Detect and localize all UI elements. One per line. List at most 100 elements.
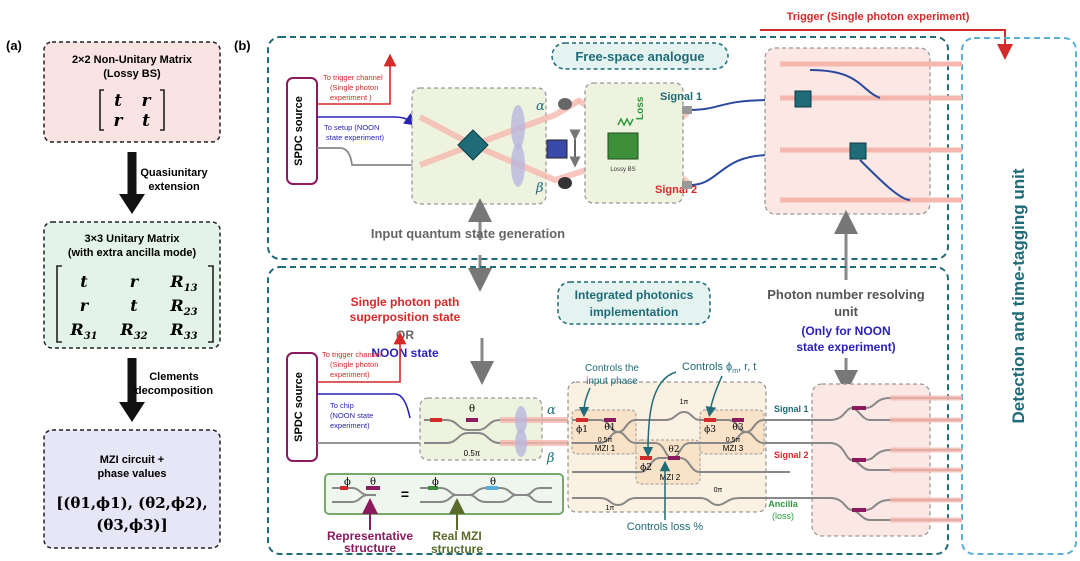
- pnr-fiber-2: [859, 159, 911, 201]
- to-chip-1: To chip: [330, 401, 354, 410]
- superposition-lobe-bottom-chip: [515, 429, 527, 457]
- lossy-bs-label: Lossy BS: [610, 167, 635, 173]
- representative-label-1: Representative: [327, 529, 413, 543]
- ancilla-label-1: Ancilla: [768, 499, 799, 509]
- box2-line2: (with extra ancilla mode): [68, 247, 197, 259]
- mzi1-half-pi: 0.5π: [598, 437, 613, 444]
- m3-cell-01: r: [130, 272, 140, 291]
- integrated-title-2: implementation: [590, 305, 679, 319]
- mzi-legend-box: [324, 473, 564, 515]
- signal1-top: Signal 1: [660, 91, 702, 103]
- mzi3-half-pi: 0.5π: [726, 437, 741, 444]
- input-theta-label: θ: [469, 404, 475, 415]
- lossy-beam-splitter: [607, 132, 639, 160]
- controls-phi-r-t-label: Controls ϕm, r, t: [682, 361, 756, 375]
- loss-label: Loss: [635, 96, 646, 120]
- pnr-chip-beams: [890, 395, 962, 523]
- integrated-title-pill: [557, 281, 711, 325]
- pnr-bs-2: [849, 142, 867, 160]
- integrated-box: [267, 266, 949, 555]
- lossy-bs-box: [43, 41, 221, 143]
- mzi3-label: MZI 3: [723, 444, 744, 453]
- unitary-3x3-box: [43, 221, 221, 349]
- arrow1-line2: extension: [148, 181, 200, 193]
- spdc-label-top: SPDC source: [293, 96, 305, 166]
- legend-phi-real: ϕ: [432, 477, 439, 488]
- pnr-label-1: Photon number resolving: [767, 287, 925, 302]
- loss-wave-icon: [617, 117, 634, 127]
- controls-loss-label: Controls loss %: [627, 521, 704, 533]
- m3-cell-00: t: [80, 272, 88, 291]
- representative-mzi-icon: [332, 486, 380, 503]
- one-pi-top: 1π: [680, 399, 689, 406]
- to-chip-line: [317, 393, 411, 419]
- arrow2-line2: decomposition: [135, 385, 214, 397]
- theta1-label: θ1: [604, 423, 615, 433]
- phi1-label: ϕ1: [576, 425, 588, 435]
- free-space-title-pill: [551, 42, 729, 70]
- box1-line2: (Lossy BS): [103, 68, 161, 80]
- to-setup-2: state experiment): [326, 133, 384, 142]
- panel-a-label: (a): [6, 38, 22, 53]
- box3-line1: MZI circuit +: [100, 454, 165, 466]
- m3-cell-12: R23: [169, 296, 197, 318]
- panel-b-label: (b): [234, 38, 251, 53]
- path-superposition-lobe-bottom: [511, 143, 525, 187]
- input-generation-label: Input quantum state generation: [371, 226, 565, 241]
- m3-cell-21: R32: [119, 320, 147, 342]
- to-setup-1: To setup (NOON: [324, 123, 379, 132]
- controls-phi-arrow-1: [642, 371, 677, 458]
- beta-label-bottom: β: [546, 451, 555, 466]
- down-arrow-2-head: [119, 402, 145, 422]
- real-mzi-icon: [420, 486, 552, 503]
- m3-cell-11: t: [130, 296, 138, 315]
- m2-cell-10: r: [114, 111, 124, 131]
- beam-splitter-cube: [457, 129, 489, 161]
- to-trigger-top-2: (Single photon: [330, 83, 378, 92]
- spdc-source-top: [286, 77, 318, 185]
- arrow1-line1: Quasiunitary: [140, 167, 208, 179]
- zero-pi-bottom: 0π: [714, 487, 723, 494]
- m2-cell-11: t: [142, 111, 150, 131]
- to-trigger-top-1: To trigger channel: [323, 73, 383, 82]
- to-setup-line: [317, 113, 418, 126]
- alpha-label-bottom: α: [547, 403, 556, 418]
- pnr-unit-box: [764, 47, 931, 215]
- trigger-arrow: [760, 29, 1013, 60]
- matrix-2x2: t r r t: [99, 89, 165, 131]
- spdc-source-bottom: [286, 352, 318, 462]
- legend-theta: θ: [370, 477, 376, 488]
- pnr-label-2: unit: [834, 304, 858, 319]
- legend-equals: =: [401, 486, 409, 502]
- trigger-label: Trigger (Single photon experiment): [787, 11, 970, 23]
- input-mzi-waveguides: [424, 417, 568, 446]
- phi2-label: ϕ2: [640, 463, 652, 473]
- legend-theta-real: θ: [490, 477, 496, 488]
- to-trigger-bottom-3: experiment): [330, 370, 370, 379]
- box3-line2: phase values: [97, 468, 166, 480]
- controls-input-phase-arrow: [578, 387, 591, 418]
- to-trigger-line-bottom: [317, 331, 407, 383]
- mirror-top: [558, 98, 572, 110]
- detection-unit-box: [961, 37, 1077, 555]
- mzi-circuit-box: [43, 429, 221, 549]
- theta3-label: θ3: [732, 423, 743, 433]
- real-mzi-label-2: structure: [431, 542, 483, 556]
- one-pi-bottom: 1π: [606, 505, 615, 512]
- controls-phi-arrow-2: [705, 375, 723, 418]
- detection-unit-label: Detection and time-tagging unit: [1009, 168, 1028, 423]
- single-photon-label-1: Single photon path: [351, 295, 460, 309]
- signal2-bottom: Signal 2: [774, 450, 809, 460]
- m3-cell-20: R31: [69, 320, 97, 342]
- controls-input-phase-1: Controls the: [585, 363, 639, 374]
- signal1-bottom: Signal 1: [774, 404, 809, 414]
- to-trigger-line-top: [317, 53, 397, 105]
- m2-cell-01: r: [142, 91, 152, 111]
- real-mzi-label-1: Real MZI: [432, 529, 481, 543]
- beta-label-top: β: [535, 181, 544, 196]
- input-half-pi-label: 0.5π: [464, 449, 481, 458]
- m3-cell-10: r: [80, 296, 90, 315]
- m2-cell-00: t: [114, 91, 122, 111]
